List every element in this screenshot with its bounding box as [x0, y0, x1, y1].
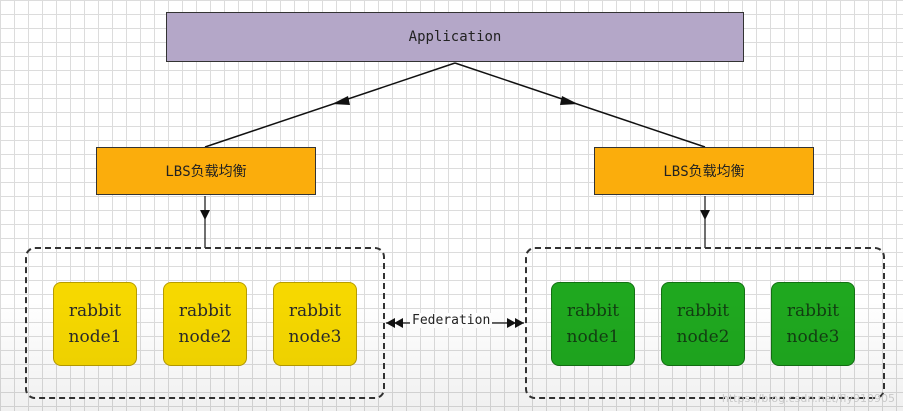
- lbs-box-right: LBS负载均衡: [594, 147, 814, 195]
- watermark-text: https://blog.csdn.net/fly910905: [721, 392, 895, 405]
- federation-arrow-left-2: [394, 318, 403, 328]
- node-id: node3: [786, 327, 840, 347]
- node-id: node2: [178, 327, 232, 347]
- node-name: rabbit: [288, 301, 342, 321]
- rabbit-node-right-1: rabbit node1: [551, 282, 635, 366]
- arrowhead-down-right: [700, 210, 710, 220]
- node-id: node2: [676, 327, 730, 347]
- connector-app-to-lbs-right: [454, 62, 706, 148]
- node-name: rabbit: [178, 301, 232, 321]
- cluster-left: [25, 247, 385, 399]
- lbs-box-left: LBS负载均衡: [96, 147, 316, 195]
- rabbit-node-left-2: rabbit node2: [163, 282, 247, 366]
- node-name: rabbit: [786, 301, 840, 321]
- rabbit-node-left-3: rabbit node3: [273, 282, 357, 366]
- arrowhead-down-left: [200, 210, 210, 220]
- connector-app-to-lbs-left: [204, 62, 456, 148]
- rabbit-node-left-1: rabbit node1: [53, 282, 137, 366]
- node-name: rabbit: [676, 301, 730, 321]
- federation-arrow-right-2: [507, 318, 516, 328]
- lbs-label-right: LBS负载均衡: [663, 164, 745, 180]
- node-id: node1: [566, 327, 620, 347]
- node-name: rabbit: [68, 301, 122, 321]
- federation-label: Federation: [410, 313, 493, 328]
- cluster-right: [525, 247, 885, 399]
- arrowhead-right: [560, 96, 578, 105]
- arrowhead-left: [332, 96, 350, 105]
- rabbit-node-right-2: rabbit node2: [661, 282, 745, 366]
- rabbit-node-right-3: rabbit node3: [771, 282, 855, 366]
- node-id: node3: [288, 327, 342, 347]
- lbs-label-left: LBS负载均衡: [165, 164, 247, 180]
- node-id: node1: [68, 327, 122, 347]
- node-name: rabbit: [566, 301, 620, 321]
- application-box: Application: [166, 12, 744, 62]
- federation-arrow-left-1: [386, 318, 395, 328]
- application-label: Application: [408, 29, 502, 45]
- federation-arrow-right-1: [515, 318, 524, 328]
